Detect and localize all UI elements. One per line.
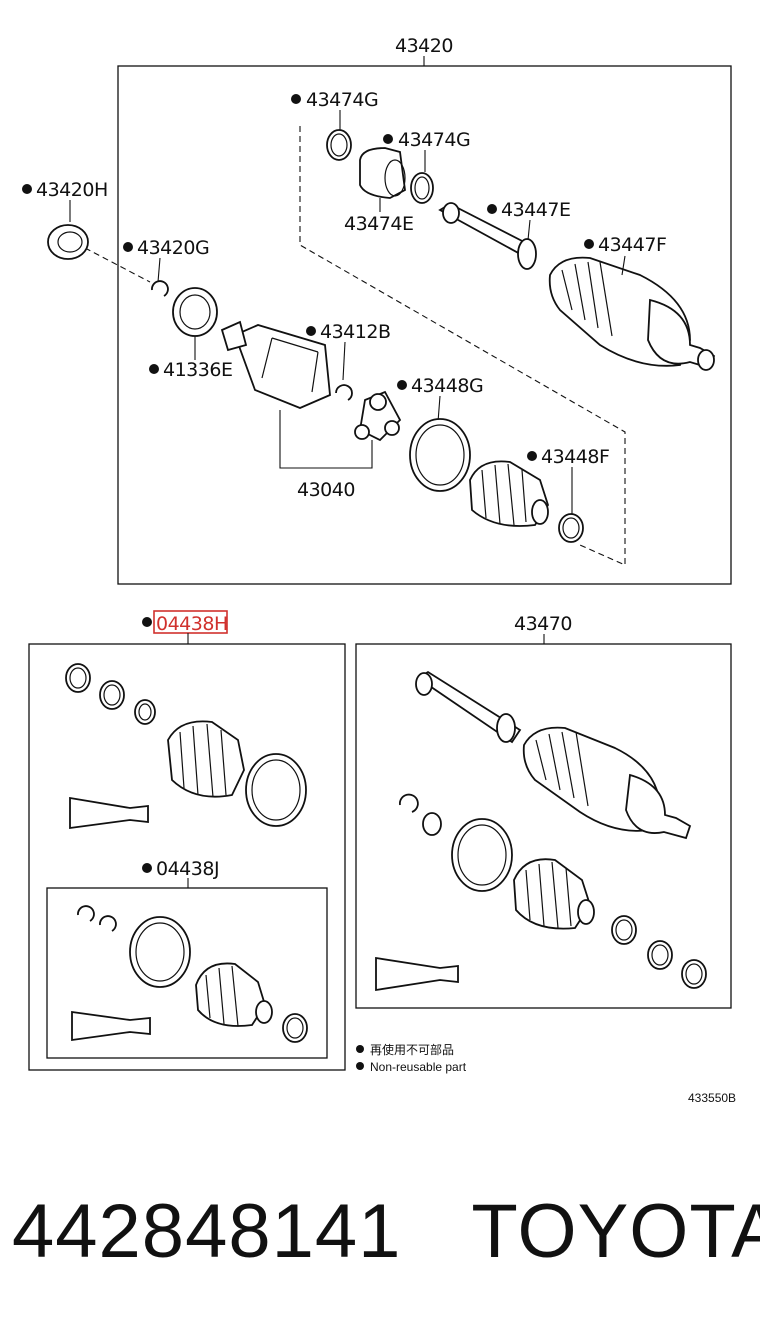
- snap-ring-43420G: [151, 280, 169, 297]
- cv-joint-43470: [625, 773, 692, 840]
- non-reusable-dot: [142, 617, 152, 627]
- callout-43420G[interactable]: 43420G: [137, 237, 210, 259]
- highlight-box-04438H[interactable]: [153, 610, 228, 634]
- legend-dot-cn: [356, 1045, 364, 1053]
- tulip-housing-43040: [233, 324, 331, 409]
- dashed-guide-upper: [299, 126, 626, 566]
- dashed-guide-left: [84, 247, 151, 283]
- non-reusable-dot: [149, 364, 159, 374]
- clamp-band-kit-04438H: [245, 753, 307, 827]
- assembly-43420-label[interactable]: 43420: [395, 35, 453, 57]
- legend-text-cn: 再使用不可部品: [370, 1042, 454, 1057]
- grease-tube-43470: [375, 956, 459, 992]
- non-reusable-dot: [142, 863, 152, 873]
- callout-04438J[interactable]: 04438J: [156, 858, 220, 880]
- clamp-band-kit-04438J: [129, 916, 191, 988]
- callout-43040[interactable]: 43040: [297, 479, 355, 501]
- callout-43412B[interactable]: 43412B: [320, 321, 391, 343]
- assembly-43470-group: 43470: [355, 613, 732, 1009]
- non-reusable-dot: [383, 134, 393, 144]
- legend: 再使用不可部品 Non-reusable part: [356, 1042, 467, 1074]
- non-reusable-dot: [291, 94, 301, 104]
- kit-04438H-frame: [28, 643, 346, 1071]
- clamp-small-c: [134, 699, 156, 725]
- diagram-code: 433550B: [688, 1091, 736, 1105]
- part-number: 442848141: [12, 1189, 402, 1274]
- callout-43448G[interactable]: 43448G: [411, 375, 484, 397]
- assembly-43420-frame: [117, 65, 732, 585]
- non-reusable-dot: [22, 184, 32, 194]
- non-reusable-dot: [584, 239, 594, 249]
- callout-43420H[interactable]: 43420H: [36, 179, 108, 201]
- assembly-43470-label[interactable]: 43470: [514, 613, 572, 635]
- boot-kit-04438J: [195, 962, 266, 1027]
- kit-04438H-group: 04438H 04438J: [28, 610, 346, 1071]
- clamp-43447E: [517, 238, 537, 270]
- kit-04438J-frame: [46, 887, 328, 1059]
- callout-41336E[interactable]: 41336E: [163, 359, 233, 381]
- callout-04438H[interactable]: 04438H: [156, 613, 228, 635]
- ring-43470: [422, 812, 442, 836]
- assembly-43420-group: 43420 43474G 43474E 43474G 43420H 43420G: [22, 35, 732, 585]
- callout-43474G-b[interactable]: 43474G: [398, 129, 471, 151]
- snap-ring-43470-a: [399, 793, 419, 813]
- callout-43474G-a[interactable]: 43474G: [306, 89, 379, 111]
- legend-dot-en: [356, 1062, 364, 1070]
- leader-43040: [279, 410, 373, 469]
- snap-ring-kit-b: [99, 915, 117, 932]
- assembly-43470-frame: [355, 643, 732, 1009]
- footer-part-number-line: 442848141 TOYOTA: [12, 1188, 760, 1275]
- callout-43448F[interactable]: 43448F: [541, 446, 610, 468]
- oil-seal-43420H: [47, 224, 89, 260]
- callout-43474E[interactable]: 43474E: [344, 213, 414, 235]
- non-reusable-dot: [306, 326, 316, 336]
- clamp-band-43470: [451, 818, 513, 892]
- non-reusable-dot: [487, 204, 497, 214]
- legend-text-en: Non-reusable part: [370, 1060, 467, 1074]
- grease-tube-kit-04438J: [71, 1010, 151, 1042]
- callout-43447E[interactable]: 43447E: [501, 199, 571, 221]
- non-reusable-dot: [527, 451, 537, 461]
- damper-43474E: [359, 147, 406, 199]
- snap-ring-43412B: [335, 384, 353, 401]
- non-reusable-dot: [123, 242, 133, 252]
- snap-ring-kit-a: [77, 905, 95, 922]
- boot-kit-04438H: [167, 720, 245, 798]
- non-reusable-dot: [397, 380, 407, 390]
- grease-tube-kit-04438H: [69, 796, 149, 830]
- brand-name: TOYOTA: [471, 1189, 760, 1274]
- callout-43447F[interactable]: 43447F: [598, 234, 667, 256]
- clamp-band-43448G: [409, 418, 471, 492]
